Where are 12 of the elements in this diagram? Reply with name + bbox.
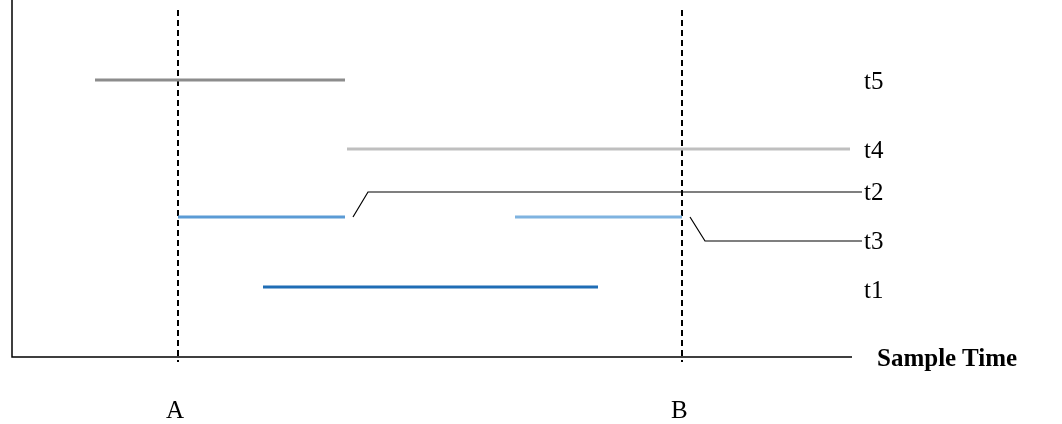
marker-label: B [671,396,688,424]
marker-label: A [166,396,185,424]
series-label: t1 [864,276,884,304]
leader-line [689,216,863,242]
timeline-bar [515,215,682,219]
series-label: t5 [864,67,884,95]
series-label: t4 [864,136,884,164]
timeline-bar [178,215,345,219]
series-label: t2 [864,178,884,206]
series-label: t3 [864,227,884,255]
leader-line [352,191,863,218]
axis-label: Sample Time [877,344,1018,372]
